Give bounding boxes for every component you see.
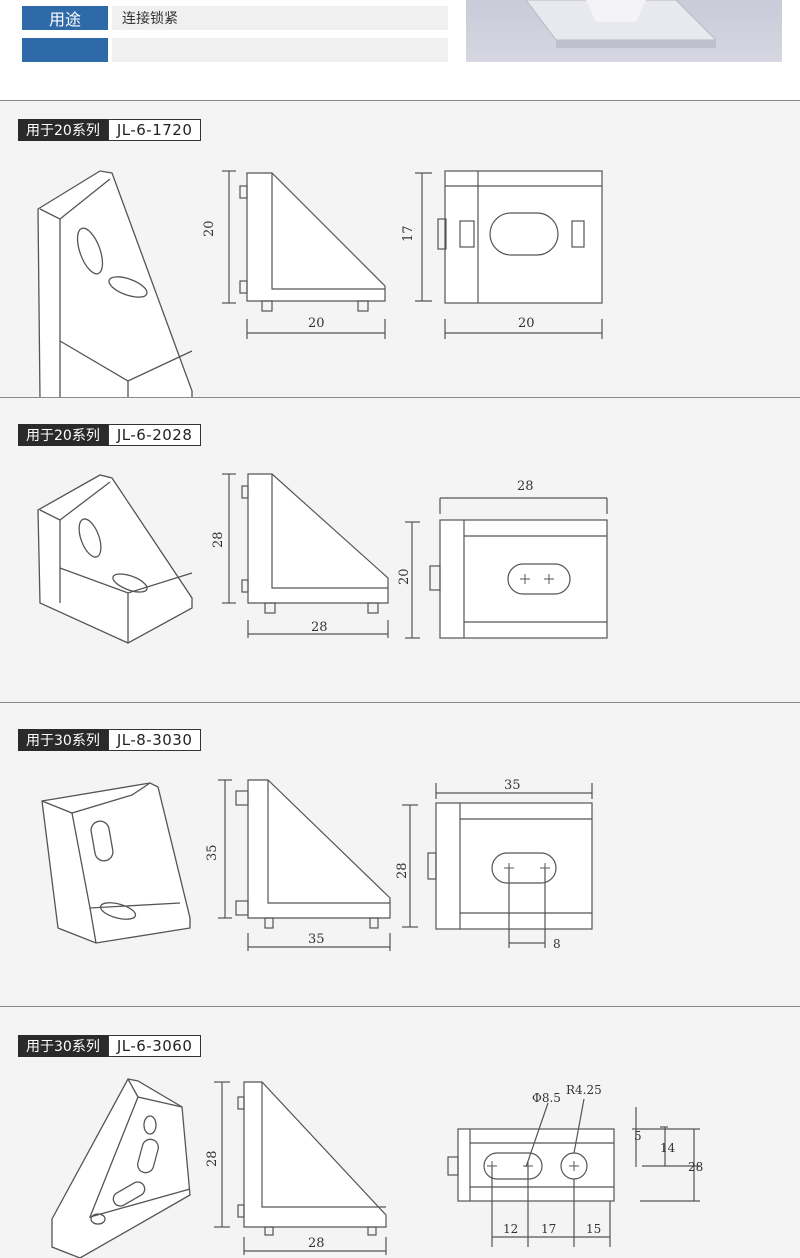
side-height-dim: 28 (205, 1150, 220, 1167)
isometric-view (37, 170, 193, 398)
model-tag: 用于20系列 JL-6-2028 (18, 424, 202, 446)
drawing-jl-6-2028: 28 28 28 20 (37, 473, 608, 644)
dim-5: 5 (634, 1129, 642, 1143)
dim-17: 17 (541, 1222, 556, 1236)
product-photo (466, 0, 782, 62)
model-tag: 用于30系列 JL-6-3060 (18, 1035, 202, 1057)
spec-label-usage: 用途 (22, 6, 108, 30)
product-photo-image (525, 0, 718, 48)
dim-15: 15 (586, 1222, 601, 1236)
drawing-jl-6-1720: 20 20 17 20 (37, 170, 603, 398)
hole-center-marks (487, 1161, 579, 1171)
dim-12: 12 (503, 1222, 518, 1236)
isometric-view (51, 1078, 191, 1258)
series-label: 用于20系列 (18, 119, 108, 141)
side-width-dim: 28 (311, 620, 328, 635)
hole-diameter-label: Φ8.5 (532, 1091, 561, 1105)
dim-14: 14 (660, 1141, 676, 1155)
side-view (214, 1081, 387, 1255)
side-height-dim: 20 (202, 220, 217, 237)
isometric-view (41, 782, 191, 944)
isometric-view (37, 474, 193, 644)
side-height-dim: 35 (205, 844, 220, 861)
side-view (222, 170, 386, 339)
model-number: JL-8-3030 (107, 729, 202, 751)
front-height-dim: 28 (395, 862, 410, 879)
front-view (402, 783, 593, 948)
side-width-dim: 28 (308, 1236, 325, 1251)
front-width-dim: 35 (504, 778, 521, 793)
model-tag: 用于30系列 JL-8-3030 (18, 729, 202, 751)
spec-label-empty (22, 38, 108, 62)
spec-header: 用途 连接锁紧 (0, 0, 800, 100)
drawing-jl-6-3060: 28 28 (51, 1078, 703, 1258)
front-height-dim: 20 (397, 568, 412, 585)
slot-center-marks (504, 863, 550, 873)
drawing-jl-8-3030: 35 35 35 28 8 (41, 778, 593, 951)
front-width-dim: 28 (517, 479, 534, 494)
slot-center-marks (520, 574, 554, 584)
front-height-dim: 17 (401, 225, 416, 242)
model-tag: 用于20系列 JL-6-1720 (18, 119, 202, 141)
series-label: 用于30系列 (18, 729, 108, 751)
bottom-view (447, 1098, 700, 1247)
model-number: JL-6-3060 (107, 1035, 202, 1057)
spec-value-empty (112, 38, 448, 62)
front-view (415, 170, 603, 339)
spec-value-usage: 连接锁紧 (112, 6, 448, 30)
side-height-dim: 28 (211, 531, 226, 548)
side-view (218, 779, 391, 951)
side-width-dim: 35 (308, 932, 325, 947)
model-number: JL-6-2028 (107, 424, 202, 446)
section-jl-8-3030: 用于30系列 JL-8-3030 35 35 (0, 702, 800, 1007)
series-label: 用于30系列 (18, 1035, 108, 1057)
dim-28: 28 (688, 1160, 703, 1174)
radius-label: R4.25 (566, 1083, 602, 1097)
side-width-dim: 20 (308, 316, 325, 331)
model-number: JL-6-1720 (107, 119, 202, 141)
front-width-dim: 20 (518, 316, 535, 331)
section-jl-6-3060: 用于30系列 JL-6-3060 28 28 (0, 1006, 800, 1258)
series-label: 用于20系列 (18, 424, 108, 446)
section-jl-6-2028: 用于20系列 JL-6-2028 28 28 (0, 397, 800, 703)
side-view (222, 473, 389, 638)
section-jl-6-1720: 用于20系列 JL-6-1720 20 20 (0, 100, 800, 398)
front-view (405, 497, 608, 639)
slot-spacing-dim: 8 (553, 937, 561, 951)
